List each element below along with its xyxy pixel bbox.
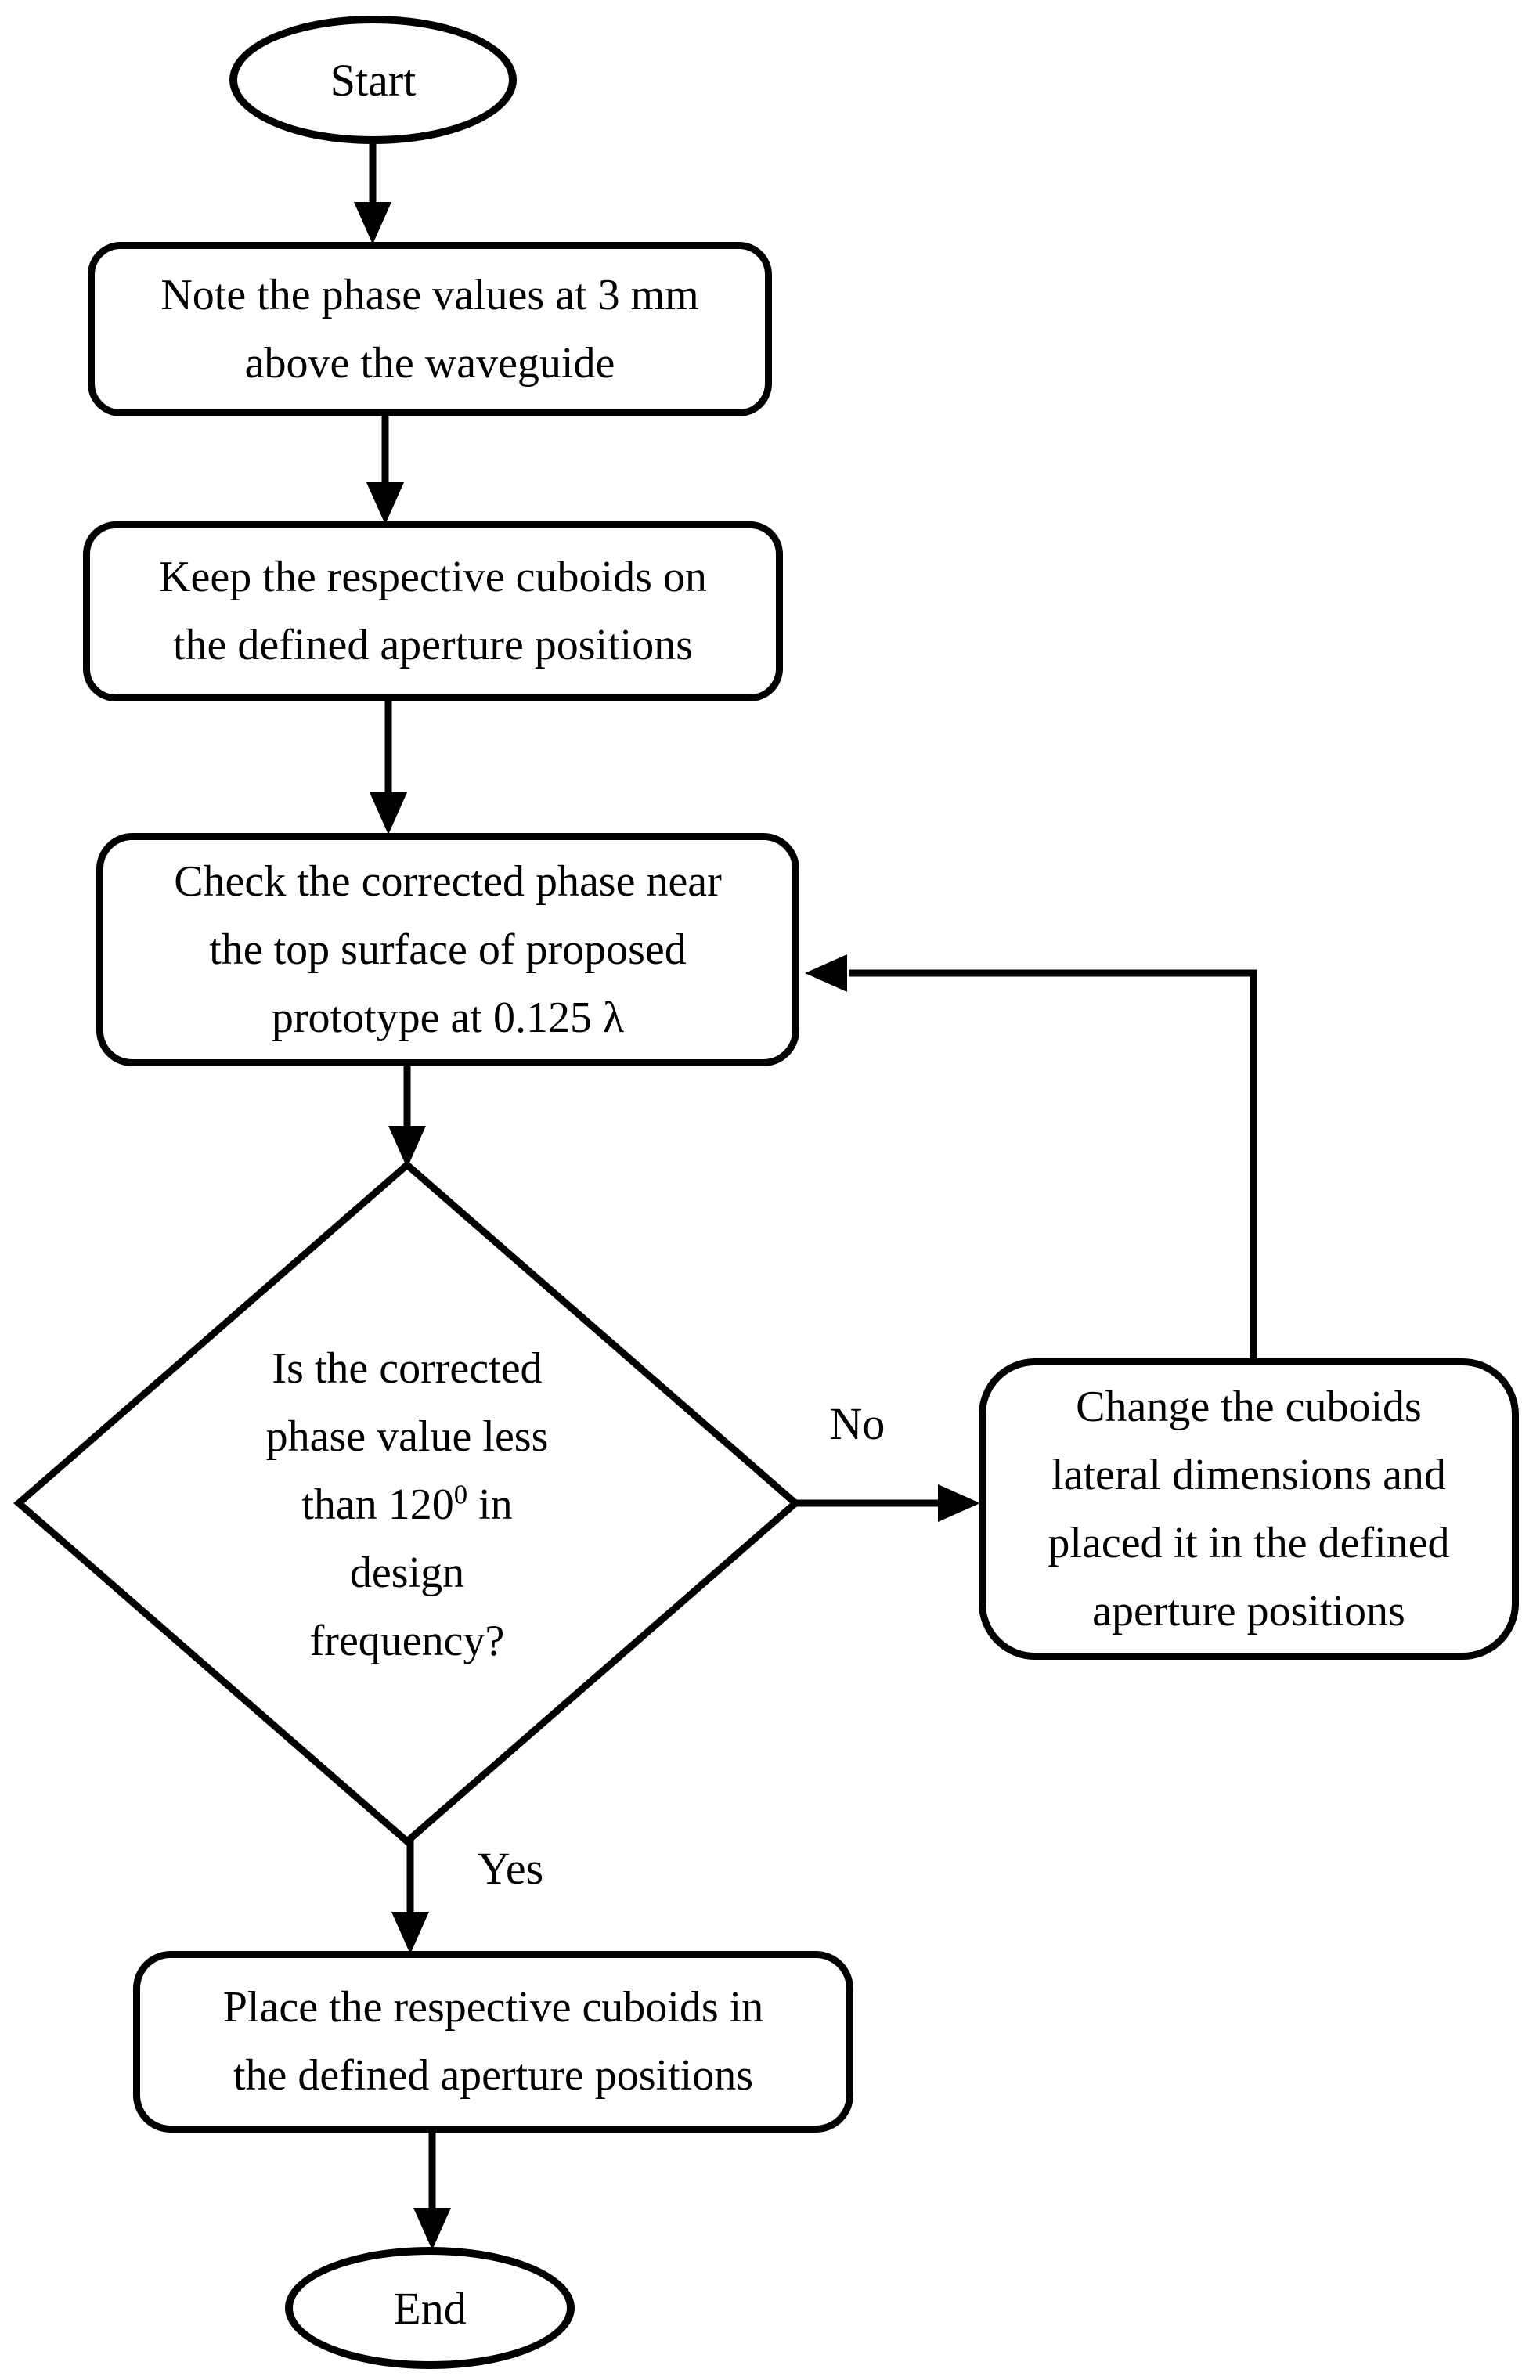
change-cuboids-process-box: Change the cuboids lateral dimensions an… <box>979 1358 1519 1660</box>
change-cuboids-line-4: aperture positions <box>1092 1586 1405 1635</box>
arrowhead-into-note <box>354 202 391 244</box>
keep-cuboids-line-1: Keep the respective cuboids on <box>159 553 707 601</box>
change-cuboids-line-3: placed it in the defined <box>1048 1518 1450 1567</box>
edge-change-feedback <box>849 969 1257 1362</box>
decision-line-2: phase value less <box>265 1412 549 1461</box>
decision-degree-superscript: 0 <box>453 1478 468 1509</box>
note-phase-line-1: Note the phase values at 3 mm <box>160 270 699 319</box>
check-phase-line-1: Check the corrected phase near <box>174 856 722 906</box>
decision-line-1: Is the corrected <box>272 1343 543 1393</box>
change-cuboids-line-1: Change the cuboids <box>1076 1382 1422 1431</box>
decision-line-3-suffix: in <box>467 1480 513 1529</box>
decision-line-3: than 1200 in <box>301 1471 512 1539</box>
change-cuboids-line-2: lateral dimensions and <box>1051 1450 1446 1499</box>
note-phase-process-box: Note the phase values at 3 mm above the … <box>88 242 772 416</box>
arrowhead-feedback-into-check <box>805 954 847 992</box>
place-cuboids-line-2: the defined aperture positions <box>233 2051 753 2100</box>
end-terminator: End <box>285 2247 575 2369</box>
start-terminator: Start <box>229 16 517 144</box>
note-phase-line-2: above the waveguide <box>244 338 615 388</box>
arrowhead-into-check <box>370 792 407 835</box>
place-cuboids-line-1: Place the respective cuboids in <box>222 1983 764 2032</box>
start-label: Start <box>330 54 417 106</box>
keep-cuboids-line-2: the defined aperture positions <box>172 621 693 669</box>
arrowhead-into-decision <box>388 1126 426 1168</box>
decision-line-5: frequency? <box>309 1616 505 1665</box>
yes-edge-label: Yes <box>477 1843 544 1894</box>
no-edge-label: No <box>829 1398 885 1449</box>
place-cuboids-process-box: Place the respective cuboids in the defi… <box>133 1951 853 2133</box>
arrowhead-into-change <box>938 1484 980 1522</box>
arrowhead-into-place <box>391 1912 429 1954</box>
arrowhead-into-end <box>413 2208 451 2250</box>
end-label: End <box>393 2282 467 2334</box>
decision-line-4: design <box>349 1548 465 1597</box>
check-phase-line-2: the top surface of proposed <box>209 925 687 974</box>
decision-diamond-text: Is the corrected phase value less than 1… <box>191 1332 623 1677</box>
check-phase-process-box: Check the corrected phase near the top s… <box>96 833 799 1066</box>
arrowhead-into-keep <box>366 482 404 525</box>
check-phase-line-3: prototype at 0.125 λ <box>271 993 625 1042</box>
keep-cuboids-process-box: Keep the respective cuboids on the defin… <box>83 521 783 701</box>
decision-line-3-text: than 120 <box>301 1480 454 1529</box>
